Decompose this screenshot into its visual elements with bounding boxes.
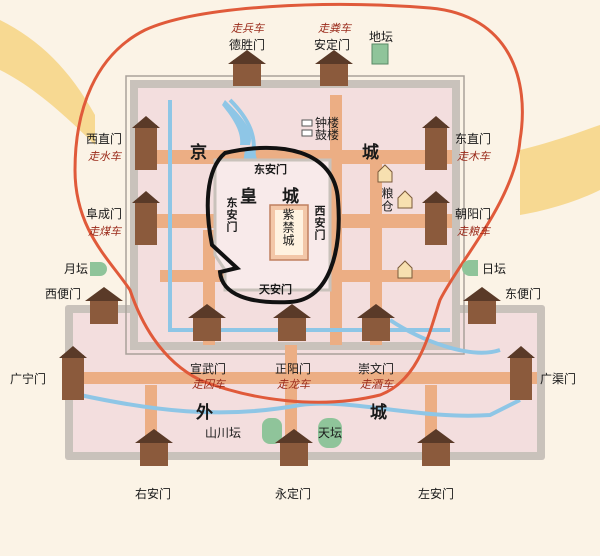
forbidden-city-label: 紫禁城: [281, 208, 295, 247]
gate-label-guangqumen: 广渠门: [540, 372, 577, 386]
red-boundary: [73, 2, 524, 404]
shanchuantan-altar: [262, 418, 282, 444]
gate-label-yongdingmen: 永定门: [275, 487, 312, 501]
gate-tower-fuchengmen: [132, 191, 160, 245]
gate-tower-andingmen: [315, 50, 353, 86]
ritan-altar: [462, 260, 478, 276]
label-granary: 粮仓: [380, 187, 394, 213]
gate-label-deshengmen: 德胜门: [229, 38, 266, 52]
label-ditan: 地坛: [369, 30, 394, 44]
gate-tower-zuoanmen: [417, 429, 455, 466]
yellow-band-east: [520, 125, 600, 215]
gate-tower-chongwenmen: [357, 304, 395, 341]
yuetan-altar: [90, 262, 107, 276]
imperial-city-circle: [205, 145, 341, 305]
gate-tower-deshengmen: [228, 50, 266, 86]
gate-tower-xuanwumen: [188, 304, 226, 341]
imperial-gate-east-side: 东安门: [225, 197, 238, 233]
label-drum-tower: 鼓楼: [315, 128, 340, 142]
gate-tower-xibianmen: [85, 287, 123, 324]
gate-note-xuanwumen: 走囚车: [192, 378, 225, 391]
gate-tower-guangqumen: [507, 346, 535, 400]
gate-tower-dongzhimen: [422, 116, 450, 170]
label-tiantan: 天坛: [318, 426, 343, 440]
gate-tower-yongdingmen: [275, 429, 313, 466]
gate-tower-guangningmen: [59, 346, 87, 400]
ditan-altar: [371, 43, 389, 65]
gate-note-deshengmen: 走兵车: [231, 22, 264, 35]
gate-towers: [59, 50, 535, 466]
gate-tower-youanmen: [135, 429, 173, 466]
imperial-gate-xianmen: 西安门: [313, 205, 326, 241]
inner-city-label-2: 城: [362, 143, 379, 163]
gate-label-zuoanmen: 左安门: [418, 487, 455, 501]
bell-drum-towers: [301, 119, 313, 137]
tiantan-altar: [318, 418, 342, 448]
label-ritan: 日坛: [482, 262, 507, 276]
gate-tower-zhengyangmen: [273, 304, 311, 341]
gate-label-guangningmen: 广宁门: [10, 372, 47, 386]
imperial-gate-tiananmen: 天安门: [259, 283, 292, 296]
label-yuetan: 月坛: [64, 262, 89, 276]
gate-note-zhengyangmen: 走龙车: [277, 378, 310, 391]
gate-tower-xizhimen: [132, 116, 160, 170]
gate-label-chongwenmen: 崇文门: [358, 362, 395, 376]
gate-note-xizhimen: 走水车: [88, 150, 121, 163]
gate-note-fuchengmen: 走煤车: [88, 225, 121, 238]
gate-label-xuanwumen: 宣武门: [190, 362, 227, 376]
gate-label-andingmen: 安定门: [314, 38, 351, 52]
gate-note-chongwenmen: 走酒车: [360, 378, 393, 391]
granary-icons: [377, 164, 413, 279]
outer-city-label-1: 外: [196, 403, 213, 423]
gate-label-fuchengmen: 阜成门: [86, 207, 123, 221]
north-lake: [222, 100, 251, 145]
gate-label-chaoyangmen: 朝阳门: [455, 207, 492, 221]
label-bell-tower: 钟楼: [315, 116, 340, 130]
inner-city-label-1: 京: [190, 143, 207, 163]
gate-note-chaoyangmen: 走粮车: [457, 225, 490, 238]
gate-label-zhengyangmen: 正阳门: [275, 362, 312, 376]
gate-tower-dongbianmen: [463, 287, 501, 324]
gate-label-dongzhimen: 东直门: [455, 132, 492, 146]
gate-note-dongzhimen: 走木车: [457, 150, 490, 163]
gate-label-xizhimen: 西直门: [86, 132, 123, 146]
gate-label-xibianmen: 西便门: [45, 287, 82, 301]
label-shanchuantan: 山川坛: [205, 426, 242, 440]
outer-city-label-2: 城: [370, 403, 387, 423]
gate-label-dongbianmen: 东便门: [505, 287, 542, 301]
gate-label-youanmen: 右安门: [135, 487, 172, 501]
imperial-gate-donganmen: 东安门: [254, 163, 287, 176]
imperial-city-label-2: 城: [282, 187, 299, 207]
imperial-city-label-1: 皇: [240, 187, 257, 207]
yellow-band-west: [0, 20, 95, 145]
gate-tower-chaoyangmen: [422, 191, 450, 245]
gate-note-andingmen: 走粪车: [318, 22, 351, 35]
